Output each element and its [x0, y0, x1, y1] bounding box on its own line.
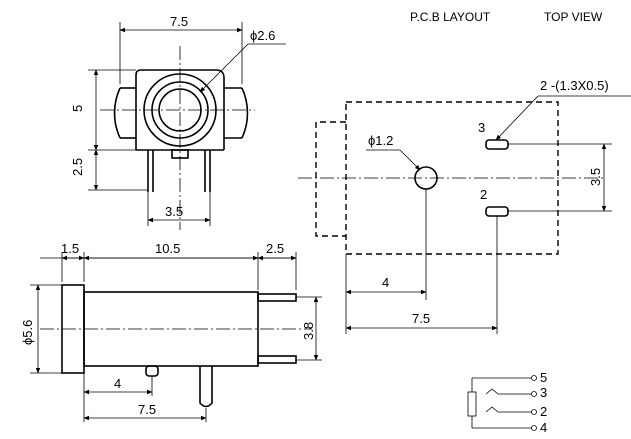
- side-flange-dim: 1.5: [61, 241, 79, 256]
- pcb-layout-heading: P.C.B LAYOUT: [410, 10, 491, 24]
- side-pin-pos-long: 7.5: [138, 402, 156, 417]
- side-pin-pos-short: 4: [114, 376, 121, 391]
- front-pin-spacing: 3.5: [165, 204, 183, 219]
- pcb-pad-pitch: 3.5: [588, 168, 603, 186]
- front-height-dim: 5: [70, 105, 85, 112]
- front-lower-dim: 2.5: [70, 158, 85, 176]
- schematic-pin-3: 3: [540, 385, 547, 400]
- top-view-heading: TOP VIEW: [544, 10, 603, 24]
- jack-schematic: 5 3 2 4: [467, 370, 547, 435]
- front-width-dim: 7.5: [170, 14, 188, 29]
- side-body-dia: ϕ5.6: [20, 320, 35, 345]
- pcb-pad-note: 2 -(1.3X0.5): [540, 78, 609, 93]
- pcb-pin2-label: 2: [480, 187, 487, 202]
- pcb-hole-pos: 4: [382, 275, 389, 290]
- pcb-pad-pos: 7.5: [412, 311, 430, 326]
- pcb-layout: 2 -(1.3X0.5) ϕ1.2 3 2 3.5 4 7.5: [298, 78, 631, 334]
- side-view: 1.5 10.5 2.5 ϕ5.6 3.8 4 7.5: [20, 241, 322, 422]
- side-body-length: 10.5: [155, 241, 180, 256]
- front-view: 7.5 ϕ2.6 5 2.5: [70, 14, 286, 230]
- schematic-pin-2: 2: [540, 404, 547, 419]
- pcb-pin3-label: 3: [478, 120, 485, 135]
- side-pin-offset: 2.5: [266, 241, 284, 256]
- front-hole-dia: ϕ2.6: [250, 28, 275, 43]
- schematic-pin-5: 5: [540, 370, 547, 385]
- schematic-pin-4: 4: [540, 420, 547, 435]
- side-pin-pitch: 3.8: [301, 322, 316, 340]
- pcb-hole-dia: ϕ1.2: [368, 133, 393, 148]
